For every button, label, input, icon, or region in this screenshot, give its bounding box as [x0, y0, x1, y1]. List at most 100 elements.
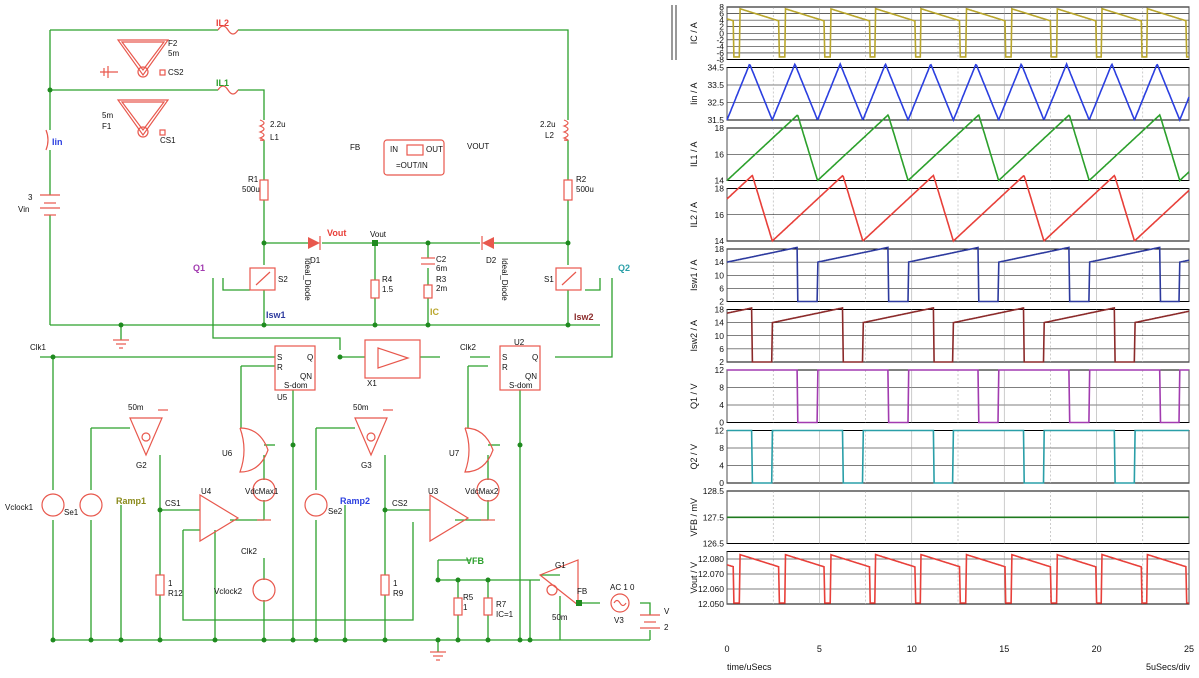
- r7-value: IC=1: [496, 610, 514, 619]
- wires: [40, 29, 651, 652]
- c2-ref: C2: [436, 255, 447, 264]
- y-tick-label: 10: [715, 331, 725, 341]
- vdcmax2-label: VdcMax2: [465, 487, 499, 496]
- r7-ref: R7: [496, 600, 507, 609]
- y-tick-label: 8: [719, 2, 724, 12]
- g1-value: 50m: [552, 613, 568, 622]
- y-tick-label: -2: [716, 35, 724, 45]
- y-tick-label: 14: [715, 318, 725, 328]
- u5-mode: S-dom: [284, 381, 308, 390]
- r2-value: 500u: [576, 185, 594, 194]
- series-line: [726, 553, 1189, 604]
- d1-model: Ideal_Diode: [303, 258, 312, 301]
- junctions: [47, 87, 582, 643]
- u6-ref: U6: [222, 449, 233, 458]
- y-tick-label: 6: [719, 344, 724, 354]
- y-tick-label: 2: [719, 357, 724, 367]
- f1-value: 5m: [102, 111, 113, 120]
- net-vout-right: VOUT: [467, 142, 489, 151]
- panel-label: Q1 / V: [689, 383, 699, 409]
- net-clk2-top: Clk2: [460, 343, 477, 352]
- cs2-label: CS2: [168, 68, 184, 77]
- cs1-label: CS1: [160, 136, 176, 145]
- vin-ref: Vin: [18, 205, 29, 214]
- panel-label: IL1 / A: [689, 141, 699, 167]
- x-tick-label: 25: [1184, 644, 1194, 654]
- y-tick-label: 18: [715, 305, 725, 315]
- d1-ref: D1: [310, 256, 321, 265]
- y-tick-label: 31.5: [707, 115, 724, 125]
- y-tick-label: 2: [719, 297, 724, 307]
- y-tick-label: 12: [715, 365, 725, 375]
- cs1-node: CS1: [165, 499, 181, 508]
- g2-value: 50m: [128, 403, 144, 412]
- g3-value: 50m: [353, 403, 369, 412]
- s1-ref: S1: [544, 275, 554, 284]
- x-axis-label: time/uSecs: [727, 662, 772, 672]
- y-tick-label: 16: [715, 149, 725, 159]
- u5-ref: U5: [277, 393, 288, 402]
- panel-frame: [726, 430, 1190, 484]
- series-line: [727, 429, 1189, 484]
- panel-frame: [726, 248, 1190, 302]
- f2-value: 5m: [168, 49, 179, 58]
- y-tick-label: -4: [716, 41, 724, 51]
- series-line: [726, 306, 1190, 363]
- net-clk1: Clk1: [30, 343, 47, 352]
- y-tick-label: 18: [715, 244, 725, 254]
- u2-s: S: [502, 353, 507, 362]
- series-line: [726, 174, 1190, 243]
- probe-il1: IL1: [216, 78, 229, 88]
- panel-label: IL2 / A: [689, 202, 699, 228]
- r9-value: 1: [393, 579, 398, 588]
- y-tick-label: 0: [719, 28, 724, 38]
- l1-ref: L1: [270, 133, 279, 142]
- l2-ref: L2: [545, 131, 554, 140]
- probe-q2: Q2: [618, 263, 630, 273]
- net-fb-bottom: FB: [577, 587, 587, 596]
- r1-value: 500u: [242, 185, 260, 194]
- y-tick-label: 12.060: [698, 584, 724, 594]
- probe-ramp2: Ramp2: [340, 496, 370, 506]
- probe-ramp1: Ramp1: [116, 496, 146, 506]
- probe-q1: Q1: [193, 263, 205, 273]
- r4-ref: R4: [382, 275, 393, 284]
- probe-isw2: Isw2: [574, 312, 594, 322]
- net-clk2-mid: Clk2: [241, 547, 258, 556]
- v-value: 2: [664, 623, 669, 632]
- panel-label: Isw1 / A: [689, 259, 699, 291]
- cs2-node: CS2: [392, 499, 408, 508]
- r9-ref: R9: [393, 589, 404, 598]
- y-tick-label: 34.5: [707, 63, 724, 73]
- g3-ref: G3: [361, 461, 372, 470]
- y-tick-label: 32.5: [707, 98, 724, 108]
- g2-ref: G2: [136, 461, 147, 470]
- panel-frame: [726, 309, 1190, 363]
- series-line: [726, 246, 1190, 303]
- x-tick-label: 0: [724, 644, 729, 654]
- y-tick-label: 33.5: [707, 80, 724, 90]
- panel-frame: [726, 67, 1190, 121]
- vdcmax1-label: VdcMax1: [245, 487, 279, 496]
- d2-ref: D2: [486, 256, 497, 265]
- panel-label: Isw2 / A: [689, 320, 699, 352]
- probe-iin: Iin: [52, 137, 63, 147]
- r3-value: 2m: [436, 284, 447, 293]
- panel-label: IC / A: [689, 22, 699, 44]
- y-tick-label: 18: [715, 123, 725, 133]
- panel-frame: [726, 6, 1190, 60]
- panel-frame: [726, 188, 1190, 242]
- y-tick-label: -6: [716, 48, 724, 58]
- x1-ref: X1: [367, 379, 377, 388]
- y-tick-label: 8: [719, 383, 724, 393]
- div-out: OUT: [426, 145, 443, 154]
- g1-ref: G1: [555, 561, 566, 570]
- r3-ref: R3: [436, 275, 447, 284]
